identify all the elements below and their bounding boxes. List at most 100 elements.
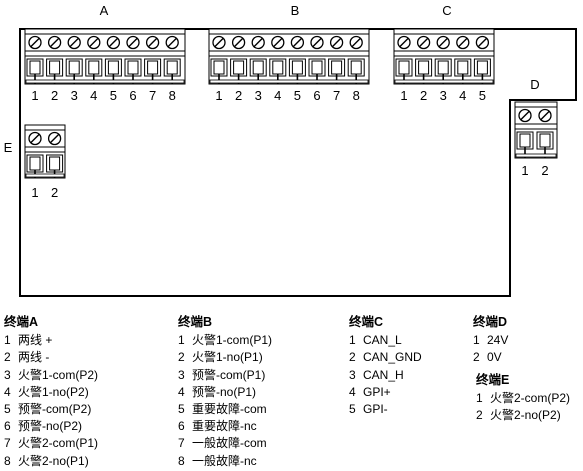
wire-slot [124, 58, 142, 84]
legend-item-number: 2 [476, 408, 483, 423]
legend-item-text: 24V [487, 333, 509, 348]
legend-item-number: 4 [178, 384, 185, 399]
wire-slot [347, 58, 365, 84]
wire-slot [46, 58, 64, 84]
legend-item-number: 5 [178, 402, 185, 417]
legend-item-number: 2 [349, 350, 356, 365]
legend-item-number: 1 [473, 333, 480, 348]
screw-icon [67, 35, 81, 50]
legend-item-text: GPI- [363, 402, 388, 417]
pin-number: 7 [149, 88, 156, 103]
legend-title: 终端E [476, 373, 510, 387]
legend-item: 4 预警-no(P1) [178, 384, 343, 401]
legend-item: 1 火警2-com(P2) [476, 390, 581, 407]
wire-slot [210, 58, 228, 84]
wire-slot [454, 58, 472, 84]
block-label-d: D [530, 77, 539, 92]
legend-item: 2 火警2-no(P2) [476, 407, 581, 424]
legend-title: 终端D [473, 315, 508, 329]
legend-item-text: 火警2-no(P2) [490, 408, 561, 423]
screw-icon [87, 35, 101, 50]
legend-item-number: 2 [473, 350, 480, 365]
legend-item: 1 24V [473, 332, 578, 349]
legend-item-number: 8 [178, 453, 185, 468]
legend-item-text: 火警2-com(P1) [18, 436, 99, 451]
pin-number: 1 [215, 88, 222, 103]
legend-item: 5 GPI- [349, 401, 467, 418]
block-label-e: E [4, 140, 13, 155]
wire-slot [144, 58, 162, 84]
legend-item-number: 2 [178, 350, 185, 365]
block-label-b: B [291, 3, 300, 18]
screw-icon [106, 35, 121, 50]
legend-terminal-d: 终端D 1 24V 2 0V [473, 314, 578, 367]
wire-slot [230, 58, 248, 84]
legend-item-text: 预警-com(P1) [192, 367, 266, 382]
legend-item-number: 5 [349, 402, 356, 417]
wire-slot [163, 58, 181, 84]
wire-slot [395, 58, 413, 84]
pin-number: 5 [110, 88, 117, 103]
legend-title: 终端A [4, 315, 39, 329]
legend-item-number: 6 [178, 419, 185, 434]
pin-number: 1 [31, 88, 38, 103]
legend-item-text: 预警-no(P1) [192, 384, 257, 399]
screw-icon [28, 131, 42, 146]
screw-icon [145, 35, 160, 50]
legend-item-number: 3 [4, 367, 11, 382]
wire-slot [26, 58, 44, 84]
legend-item-text: 一般故障-com [192, 436, 267, 451]
wire-slot [308, 58, 326, 84]
pin-number: 5 [294, 88, 301, 103]
legend-item-number: 1 [476, 391, 483, 406]
pin-number: 7 [333, 88, 340, 103]
legend-item-number: 4 [4, 384, 11, 399]
wire-slot [328, 58, 346, 84]
legend-item-text: 两线 + [18, 333, 53, 348]
legend-title: 终端C [349, 315, 384, 329]
legend-terminal-e: 终端E 1 火警2-com(P2) 2 火警2-no(P2) [476, 372, 581, 425]
legend-item-text: 火警1-com(P1) [192, 333, 273, 348]
screw-icon [47, 131, 62, 146]
screw-icon [290, 35, 305, 50]
pin-number: 4 [90, 88, 97, 103]
pin-number: 3 [440, 88, 447, 103]
screw-icon [456, 35, 470, 50]
block-label-c: C [442, 3, 451, 18]
legend-item-text: 重要故障-nc [192, 419, 257, 434]
screw-icon [251, 35, 265, 50]
legend-title: 终端B [178, 315, 213, 329]
legend-item-text: 火警2-com(P2) [490, 391, 571, 406]
pin-number: 2 [235, 88, 242, 103]
screw-icon [397, 35, 411, 50]
screw-icon [212, 35, 226, 50]
board-outline [19, 28, 577, 297]
screw-icon [126, 35, 140, 50]
block-label-a: A [100, 3, 109, 18]
screw-icon [310, 35, 324, 50]
legend-item-text: 预警-no(P2) [18, 419, 83, 434]
legend-item-text: 火警2-no(P1) [18, 453, 89, 468]
pin-number: 2 [541, 163, 548, 178]
legend-item-text: 火警1-com(P2) [18, 367, 99, 382]
legend-item-text: 0V [487, 350, 502, 365]
